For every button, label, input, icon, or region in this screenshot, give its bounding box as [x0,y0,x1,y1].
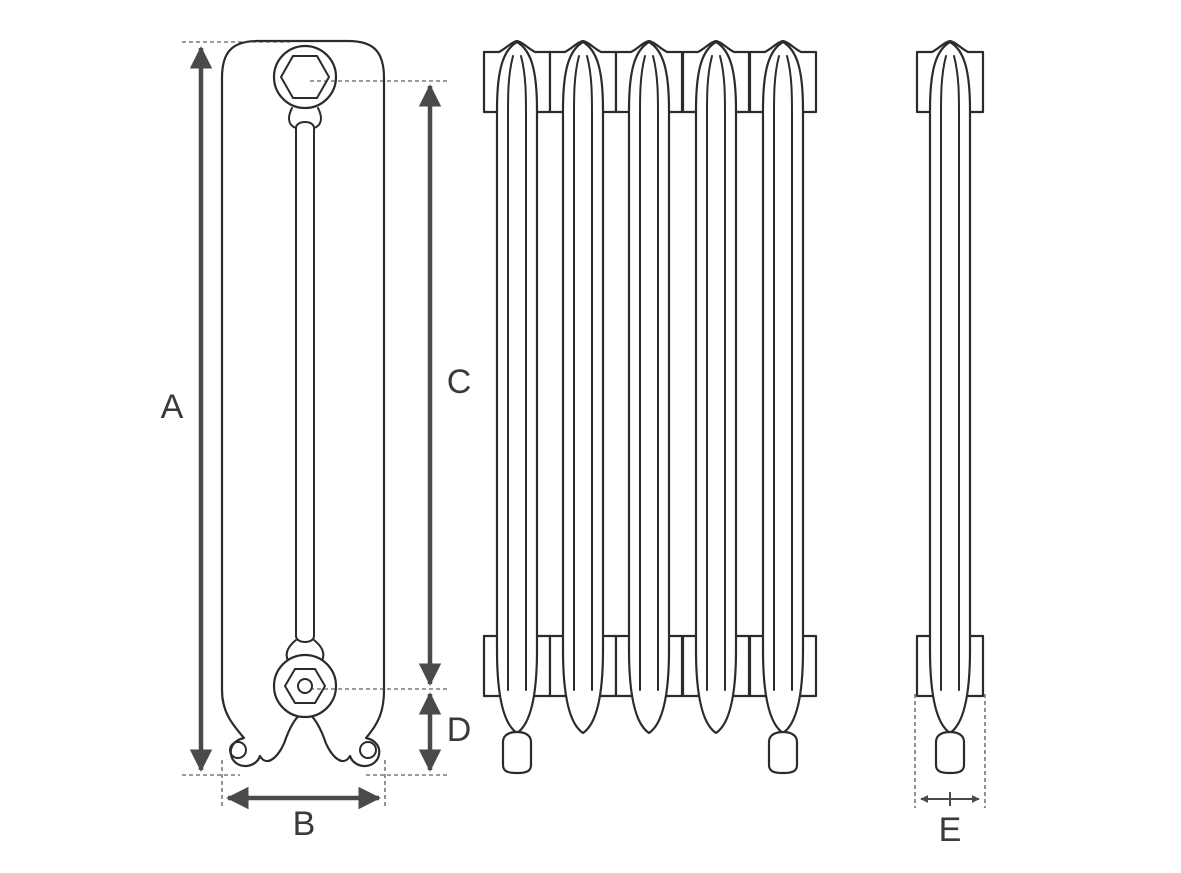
multi-section-view [482,39,818,775]
radiator-section [548,39,618,735]
front-view [220,39,386,768]
top-hex-icon [279,55,331,99]
column-rib [639,55,659,691]
column-body [928,40,972,735]
center-column [295,127,315,637]
column-rib [940,55,960,691]
label-e: E [939,811,962,849]
foot [501,730,533,775]
column-body [761,40,805,735]
radiator-section [681,39,751,735]
foot-curl-right [359,741,377,759]
label-d: D [447,711,472,749]
column-rib [507,55,527,691]
label-c: C [447,363,472,401]
foot [934,730,966,775]
bottom-port-icon [297,678,313,694]
label-b: B [293,805,316,843]
column-rib [706,55,726,691]
column-rib [573,55,593,691]
column-body [627,40,671,735]
radiator-section [748,39,818,775]
column-body [561,40,605,735]
bottom-hex-icon [283,668,327,704]
column-rib [773,55,793,691]
single-section-view [915,39,985,775]
column-body [694,40,738,735]
label-a: A [161,388,184,426]
foot [767,730,799,775]
radiator-section [482,39,552,775]
radiator-section [614,39,684,735]
bottom-nipple [272,653,338,719]
column-body [495,40,539,735]
dimension-lines: A C D B E [161,41,986,849]
foot-curl-left [229,741,247,759]
radiator-section [915,39,985,775]
